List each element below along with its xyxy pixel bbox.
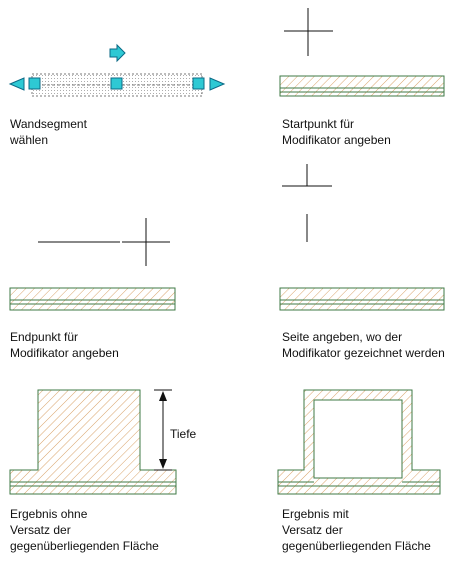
square-grip-end-icon[interactable] — [192, 77, 205, 90]
panel-end-point — [9, 218, 176, 311]
triangle-grip-left-icon[interactable] — [8, 77, 25, 91]
wall-with-solid-modifier — [9, 389, 177, 495]
caption-select-wall: Wandsegment wählen — [10, 117, 87, 147]
square-grip-start-icon[interactable] — [28, 77, 41, 90]
side-cursor-icon — [282, 164, 332, 242]
wall-segment — [279, 75, 445, 97]
arrow-right-icon[interactable] — [109, 43, 126, 63]
panel-side — [279, 164, 445, 311]
depth-label: Tiefe — [170, 427, 197, 441]
wall-with-frame-modifier — [277, 389, 441, 495]
depth-dimension — [154, 389, 172, 471]
panel-start-point — [279, 8, 445, 97]
caption-end-point: Endpunkt für Modifikator angeben — [10, 330, 119, 360]
caption-start-point: Startpunkt für Modifikator angeben — [282, 117, 391, 147]
square-grip-mid-icon[interactable] — [110, 77, 123, 90]
wall-segment — [9, 287, 176, 311]
wall-segment — [279, 287, 445, 311]
panel-result-without-offset — [9, 389, 177, 495]
caption-result-without-offset: Ergebnis ohne Versatz der gegenüberliege… — [10, 507, 159, 553]
panel-select-wall — [8, 43, 226, 97]
triangle-grip-right-icon[interactable] — [209, 77, 226, 91]
caption-result-with-offset: Ergebnis mit Versatz der gegenüberliegen… — [282, 507, 431, 553]
caption-side: Seite angeben, wo der Modifikator gezeic… — [282, 330, 445, 360]
crosshair-cursor-icon — [122, 218, 170, 266]
panel-result-with-offset — [277, 389, 441, 495]
crosshair-cursor-icon — [284, 8, 333, 56]
